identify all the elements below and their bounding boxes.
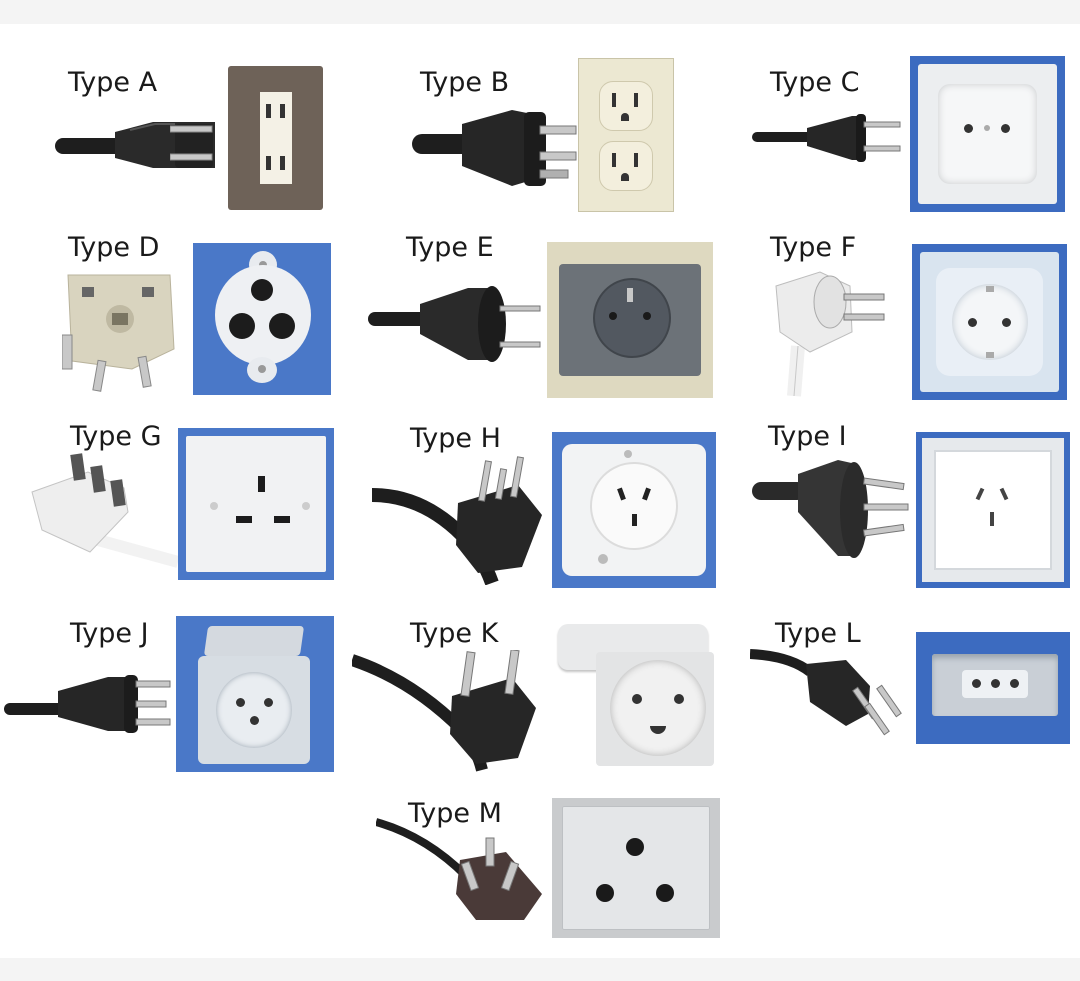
type-j-label: Type J <box>70 618 149 649</box>
type-e-label: Type E <box>406 232 494 263</box>
type-f-label: Type F <box>770 232 857 263</box>
type-c-plug-image <box>752 110 902 165</box>
type-d-socket-image <box>193 243 331 395</box>
type-j-socket-image <box>176 616 334 772</box>
type-g-plug-image <box>28 452 178 574</box>
type-m-label: Type M <box>408 798 502 829</box>
bottom-band <box>0 958 1080 981</box>
type-l-socket-image <box>916 632 1070 744</box>
type-d-label: Type D <box>68 232 160 263</box>
type-m-socket-image <box>552 798 720 938</box>
type-f-socket-image <box>912 244 1067 400</box>
top-band <box>0 0 1080 24</box>
type-h-plug-image <box>372 455 544 585</box>
type-j-plug-image <box>4 665 174 737</box>
type-c-socket-image <box>910 56 1065 212</box>
type-a-socket-image <box>228 66 323 210</box>
type-l-plug-image <box>750 642 910 746</box>
type-f-plug-image <box>770 266 890 400</box>
type-d-plug-image <box>62 265 182 395</box>
type-k-label: Type K <box>410 618 499 649</box>
type-a-pins <box>170 122 215 167</box>
type-i-label: Type I <box>768 421 847 452</box>
type-e-socket-image <box>547 242 713 398</box>
type-c-label: Type C <box>770 67 860 98</box>
type-i-plug-image <box>752 452 910 562</box>
type-m-plug-image <box>376 816 546 924</box>
type-a-label: Type A <box>68 67 158 98</box>
type-g-label: Type G <box>70 421 162 452</box>
type-k-plug-image <box>352 650 542 772</box>
type-k-socket-image <box>552 622 716 770</box>
type-h-label: Type H <box>410 423 501 454</box>
type-h-socket-image <box>552 432 716 588</box>
type-b-label: Type B <box>420 67 510 98</box>
type-b-socket-image <box>578 58 674 212</box>
type-b-plug-image <box>412 100 577 190</box>
type-i-socket-image <box>916 432 1070 588</box>
type-e-plug-image <box>368 268 543 368</box>
type-l-label: Type L <box>775 618 861 649</box>
type-g-socket-image <box>178 428 334 580</box>
